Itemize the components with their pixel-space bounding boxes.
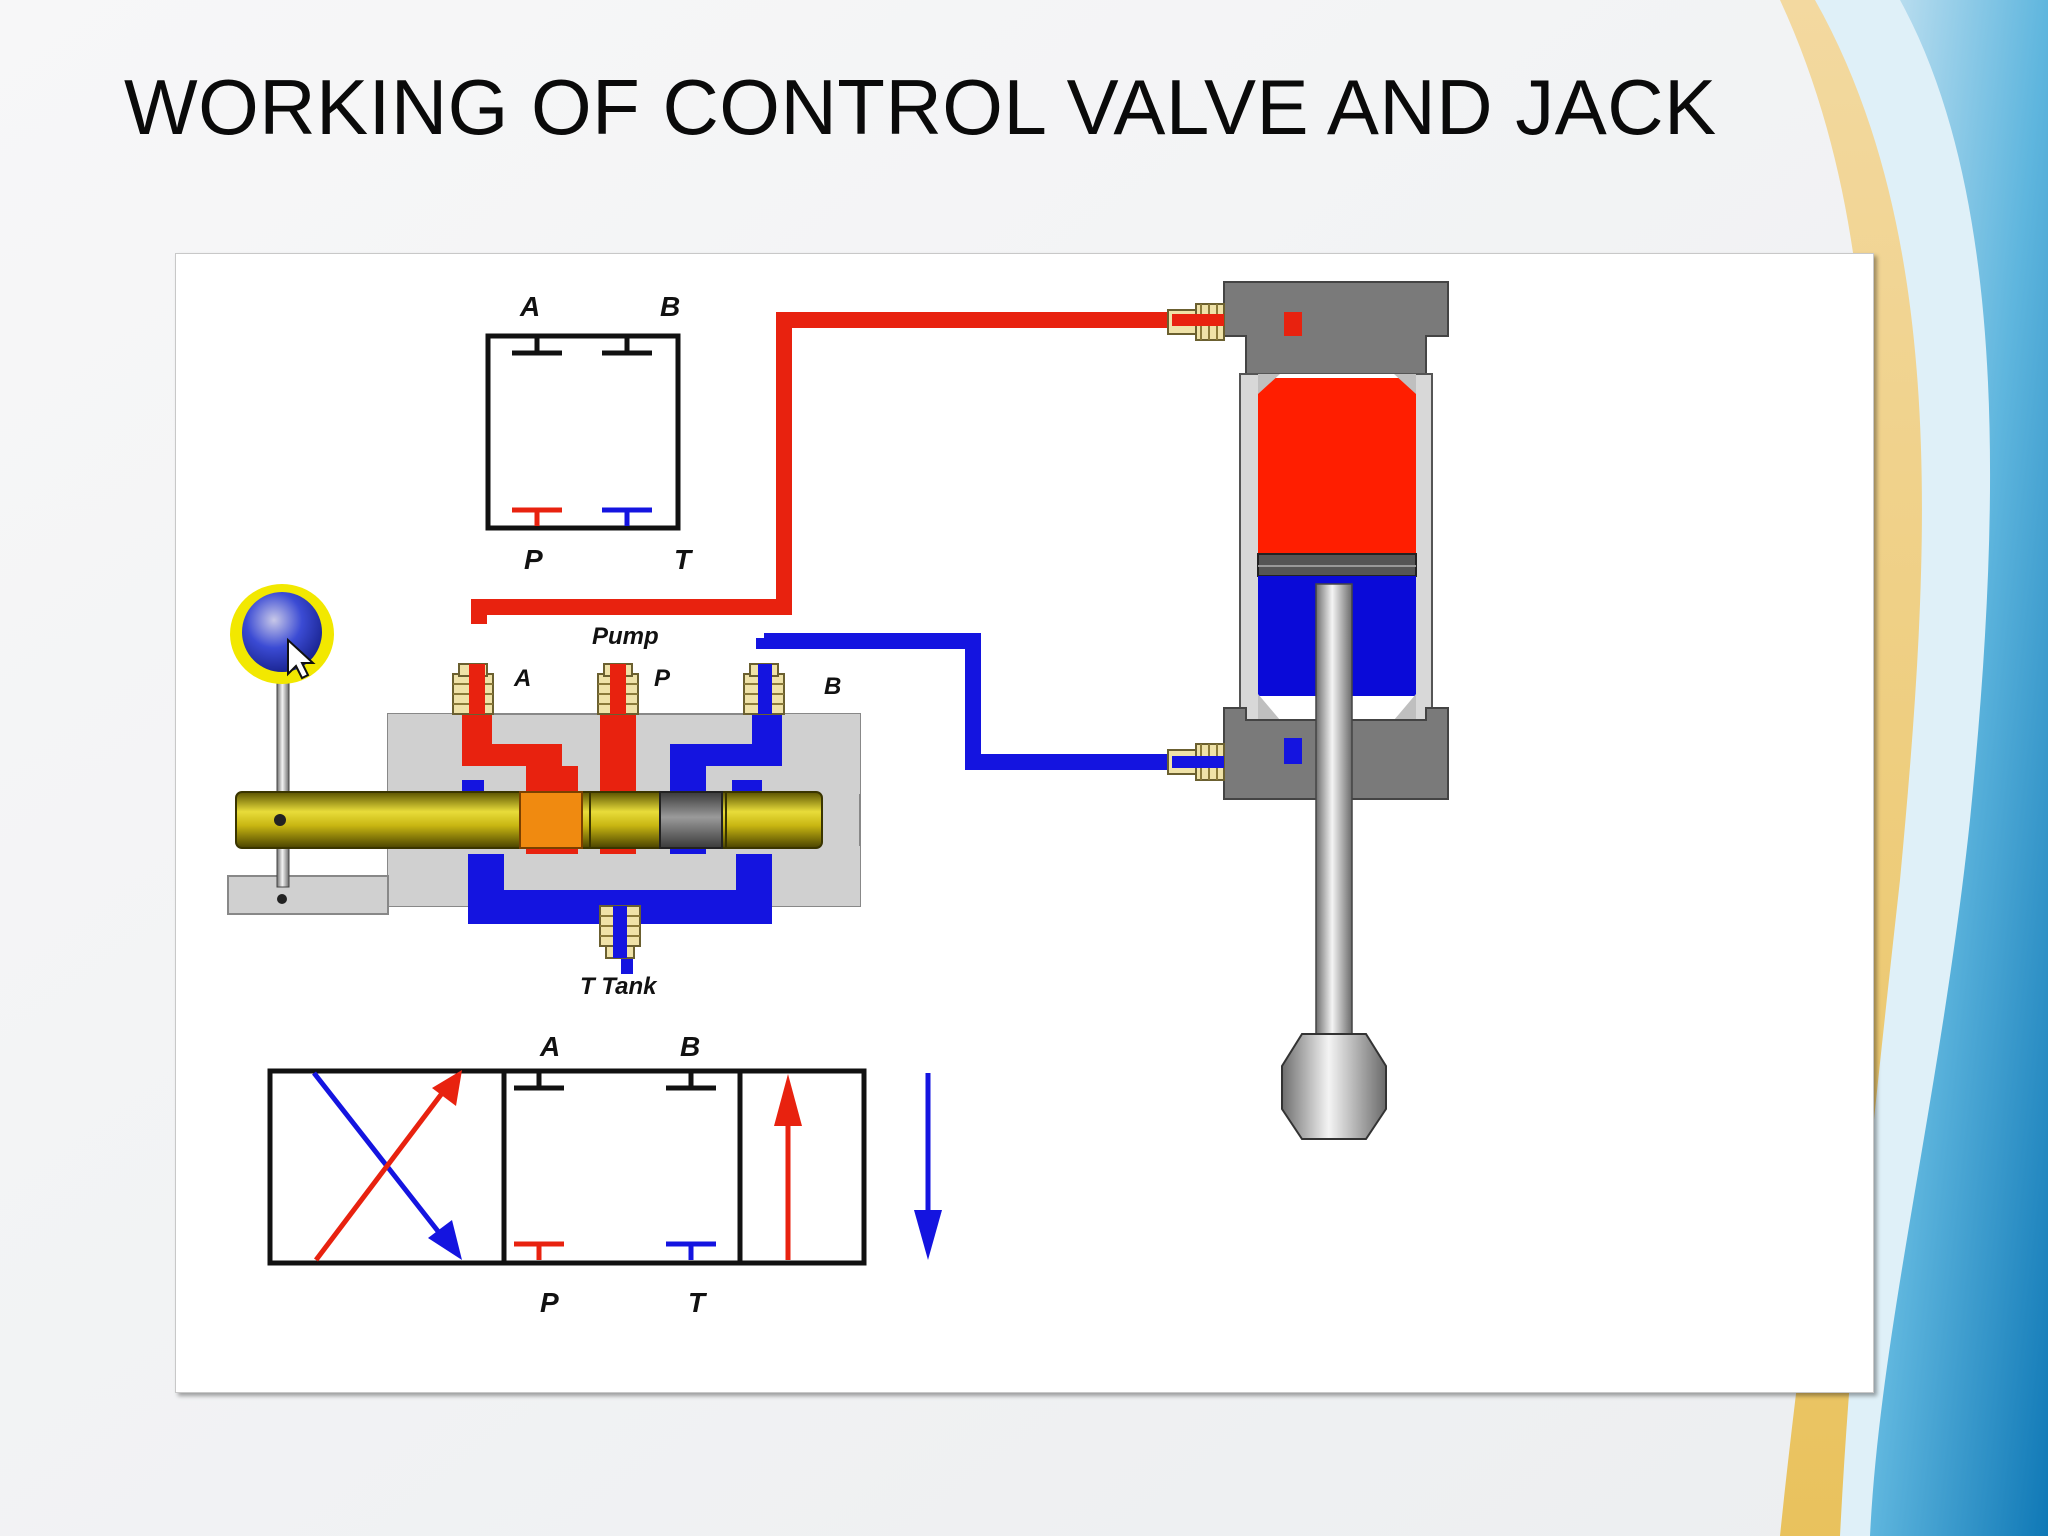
- symbol-bottom-port-t: T: [688, 1287, 708, 1318]
- valve-fitting-tank: [599, 905, 641, 959]
- valve-fitting-a: [452, 663, 494, 715]
- hydraulic-cylinder: [1223, 281, 1449, 1140]
- hydraulic-diagram: A B P T: [227, 281, 1449, 1318]
- cylinder-bottom-fitting: [1167, 743, 1225, 781]
- symbol-top-port-b: B: [660, 291, 680, 322]
- symbol-top-port-a: A: [519, 291, 540, 322]
- valve-port-b-label: B: [824, 673, 841, 700]
- valve-fitting-b: [743, 663, 785, 715]
- symbol-top: A B P T: [485, 291, 694, 575]
- valve-pump-label: Pump: [592, 623, 659, 650]
- valve-tank-label: T Tank: [580, 973, 658, 1000]
- lever-base: [227, 875, 389, 915]
- symbol-bottom: A B P T: [267, 1031, 942, 1318]
- symbol-bottom-port-b: B: [680, 1031, 700, 1062]
- symbol-bottom-port-a: A: [539, 1031, 560, 1062]
- slide-title: WORKING OF CONTROL VALVE AND JACK: [124, 63, 1717, 151]
- valve-fitting-p: [597, 663, 639, 715]
- symbol-top-port-p: P: [524, 544, 543, 575]
- diagram-panel: A B P T: [175, 253, 1874, 1393]
- symbol-top-port-t: T: [674, 544, 694, 575]
- symbol-bottom-port-p: P: [540, 1287, 559, 1318]
- return-line: [756, 633, 1286, 770]
- pressure-line: [471, 312, 1291, 624]
- control-lever: [230, 584, 334, 888]
- valve-spool: [235, 791, 823, 849]
- valve-port-p-label: P: [654, 665, 671, 692]
- valve-port-a-label: A: [513, 665, 531, 692]
- cylinder-top-fitting: [1167, 303, 1225, 341]
- mouse-pointer-icon: [287, 637, 316, 680]
